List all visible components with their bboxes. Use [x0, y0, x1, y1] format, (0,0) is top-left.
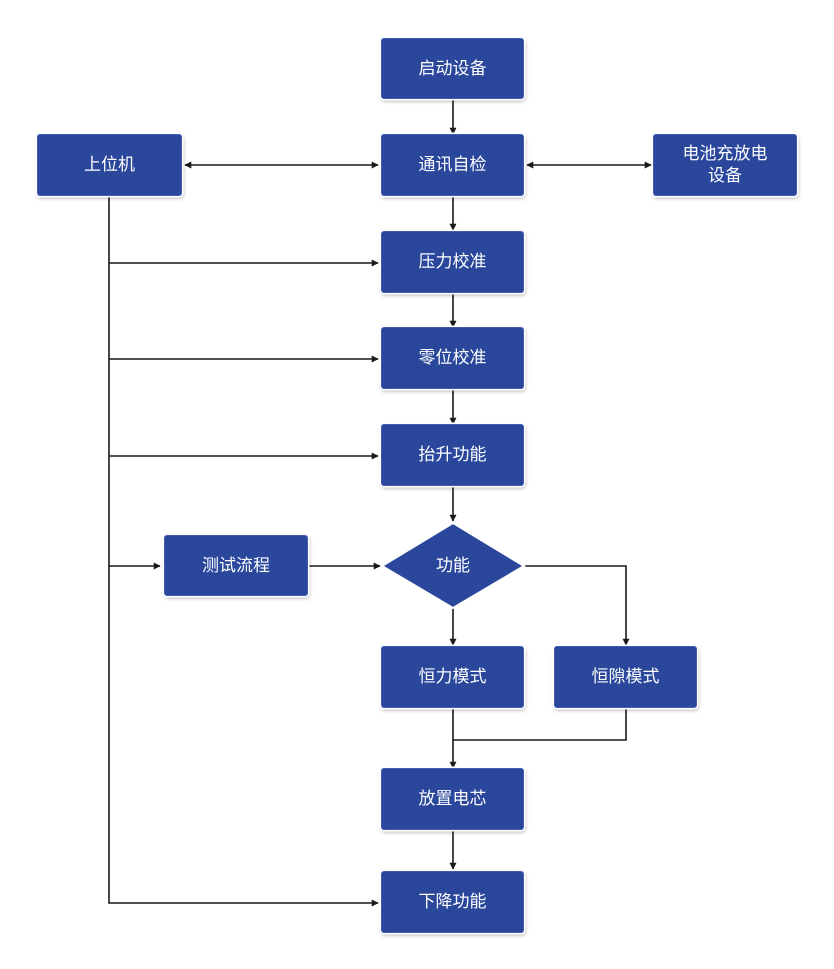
node-pressure-calibration: 压力校准 [381, 231, 524, 293]
function-decision-diamond [380, 521, 526, 610]
node-comm-check-label: 通讯自检 [418, 155, 487, 175]
node-lift-function-label: 抬升功能 [418, 445, 487, 465]
line-const-gap-merge [453, 708, 627, 741]
node-start-label: 启动设备 [418, 58, 487, 79]
node-place-cell-label: 放置电芯 [418, 789, 487, 809]
node-constant-force-mode: 恒力模式 [381, 646, 524, 708]
node-function-label: 功能 [436, 556, 470, 576]
node-test-flow: 测试流程 [164, 535, 308, 596]
node-comm-check: 通讯自检 [381, 134, 524, 196]
node-lower-function: 下降功能 [381, 871, 524, 933]
node-constant-gap-mode-label: 恒隙模式 [591, 667, 660, 687]
node-host: 上位机 [37, 134, 182, 196]
node-test-flow-label: 测试流程 [202, 555, 270, 576]
node-constant-force-mode-label: 恒力模式 [418, 667, 487, 687]
node-lower-function-label: 下降功能 [418, 892, 487, 912]
node-start: 启动设备 [381, 38, 524, 99]
node-pressure-calibration-label: 压力校准 [418, 252, 487, 272]
node-constant-gap-mode: 恒隙模式 [554, 646, 697, 708]
node-host-label: 上位机 [84, 155, 135, 175]
node-zero-calibration: 零位校准 [381, 327, 524, 389]
arrow-function-to-const-gap [524, 565, 630, 646]
line-host-trunk [108, 196, 379, 907]
node-zero-calibration-label: 零位校准 [418, 348, 487, 368]
node-battery-label-line2: 设备 [708, 166, 742, 186]
node-lift-function: 抬升功能 [381, 424, 524, 486]
node-place-cell: 放置电芯 [381, 768, 524, 830]
node-battery-device: 电池充放电 设备 [653, 134, 797, 196]
node-battery-label-line1: 电池充放电 [682, 144, 768, 164]
